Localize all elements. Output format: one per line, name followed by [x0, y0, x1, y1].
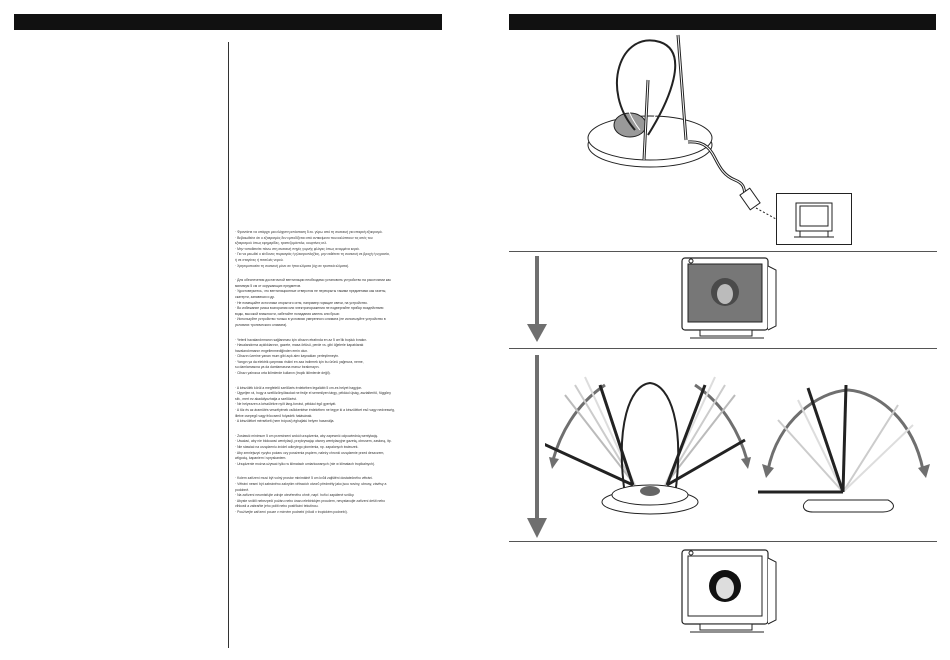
right-page-header-bar: [509, 14, 936, 30]
safety-text-greek: · Φροντίστε να υπάρχει μια ελάχιστη απόσ…: [235, 230, 390, 268]
tv-picture-2: [681, 549, 777, 633]
antenna-rod-adjustment-illustration: [545, 376, 751, 515]
section-divider-1: [509, 251, 937, 252]
down-arrow-2: [527, 355, 547, 538]
tv-inset-box: [776, 193, 852, 245]
down-arrow-1: [527, 256, 547, 342]
antenna-connection-illustration: [587, 34, 797, 231]
safety-text-column: · Φροντίστε να υπάρχει μια ελάχιστη απόσ…: [235, 230, 443, 525]
safety-text-russian: · Для обеспечения достаточной вентиляции…: [235, 278, 391, 327]
safety-text-turkish: · Yeterli havalandırmanın sağlanması içi…: [235, 337, 368, 376]
safety-text-hungarian: · A készülék körül a megfelelő szellőzés…: [235, 385, 395, 424]
left-column-divider: [228, 42, 229, 648]
section-divider-2: [509, 348, 937, 349]
left-page-header-bar: [14, 14, 442, 30]
tv-picture-1: [681, 257, 777, 339]
safety-text-polish: · Zostawić minimum 5 cm przestrzeni wokó…: [235, 433, 392, 466]
section-divider-3: [509, 541, 937, 542]
antenna-side-adjustment-illustration: [758, 384, 930, 513]
safety-text-czech: · Kolem zařízení musí být volný prostor …: [235, 476, 387, 514]
